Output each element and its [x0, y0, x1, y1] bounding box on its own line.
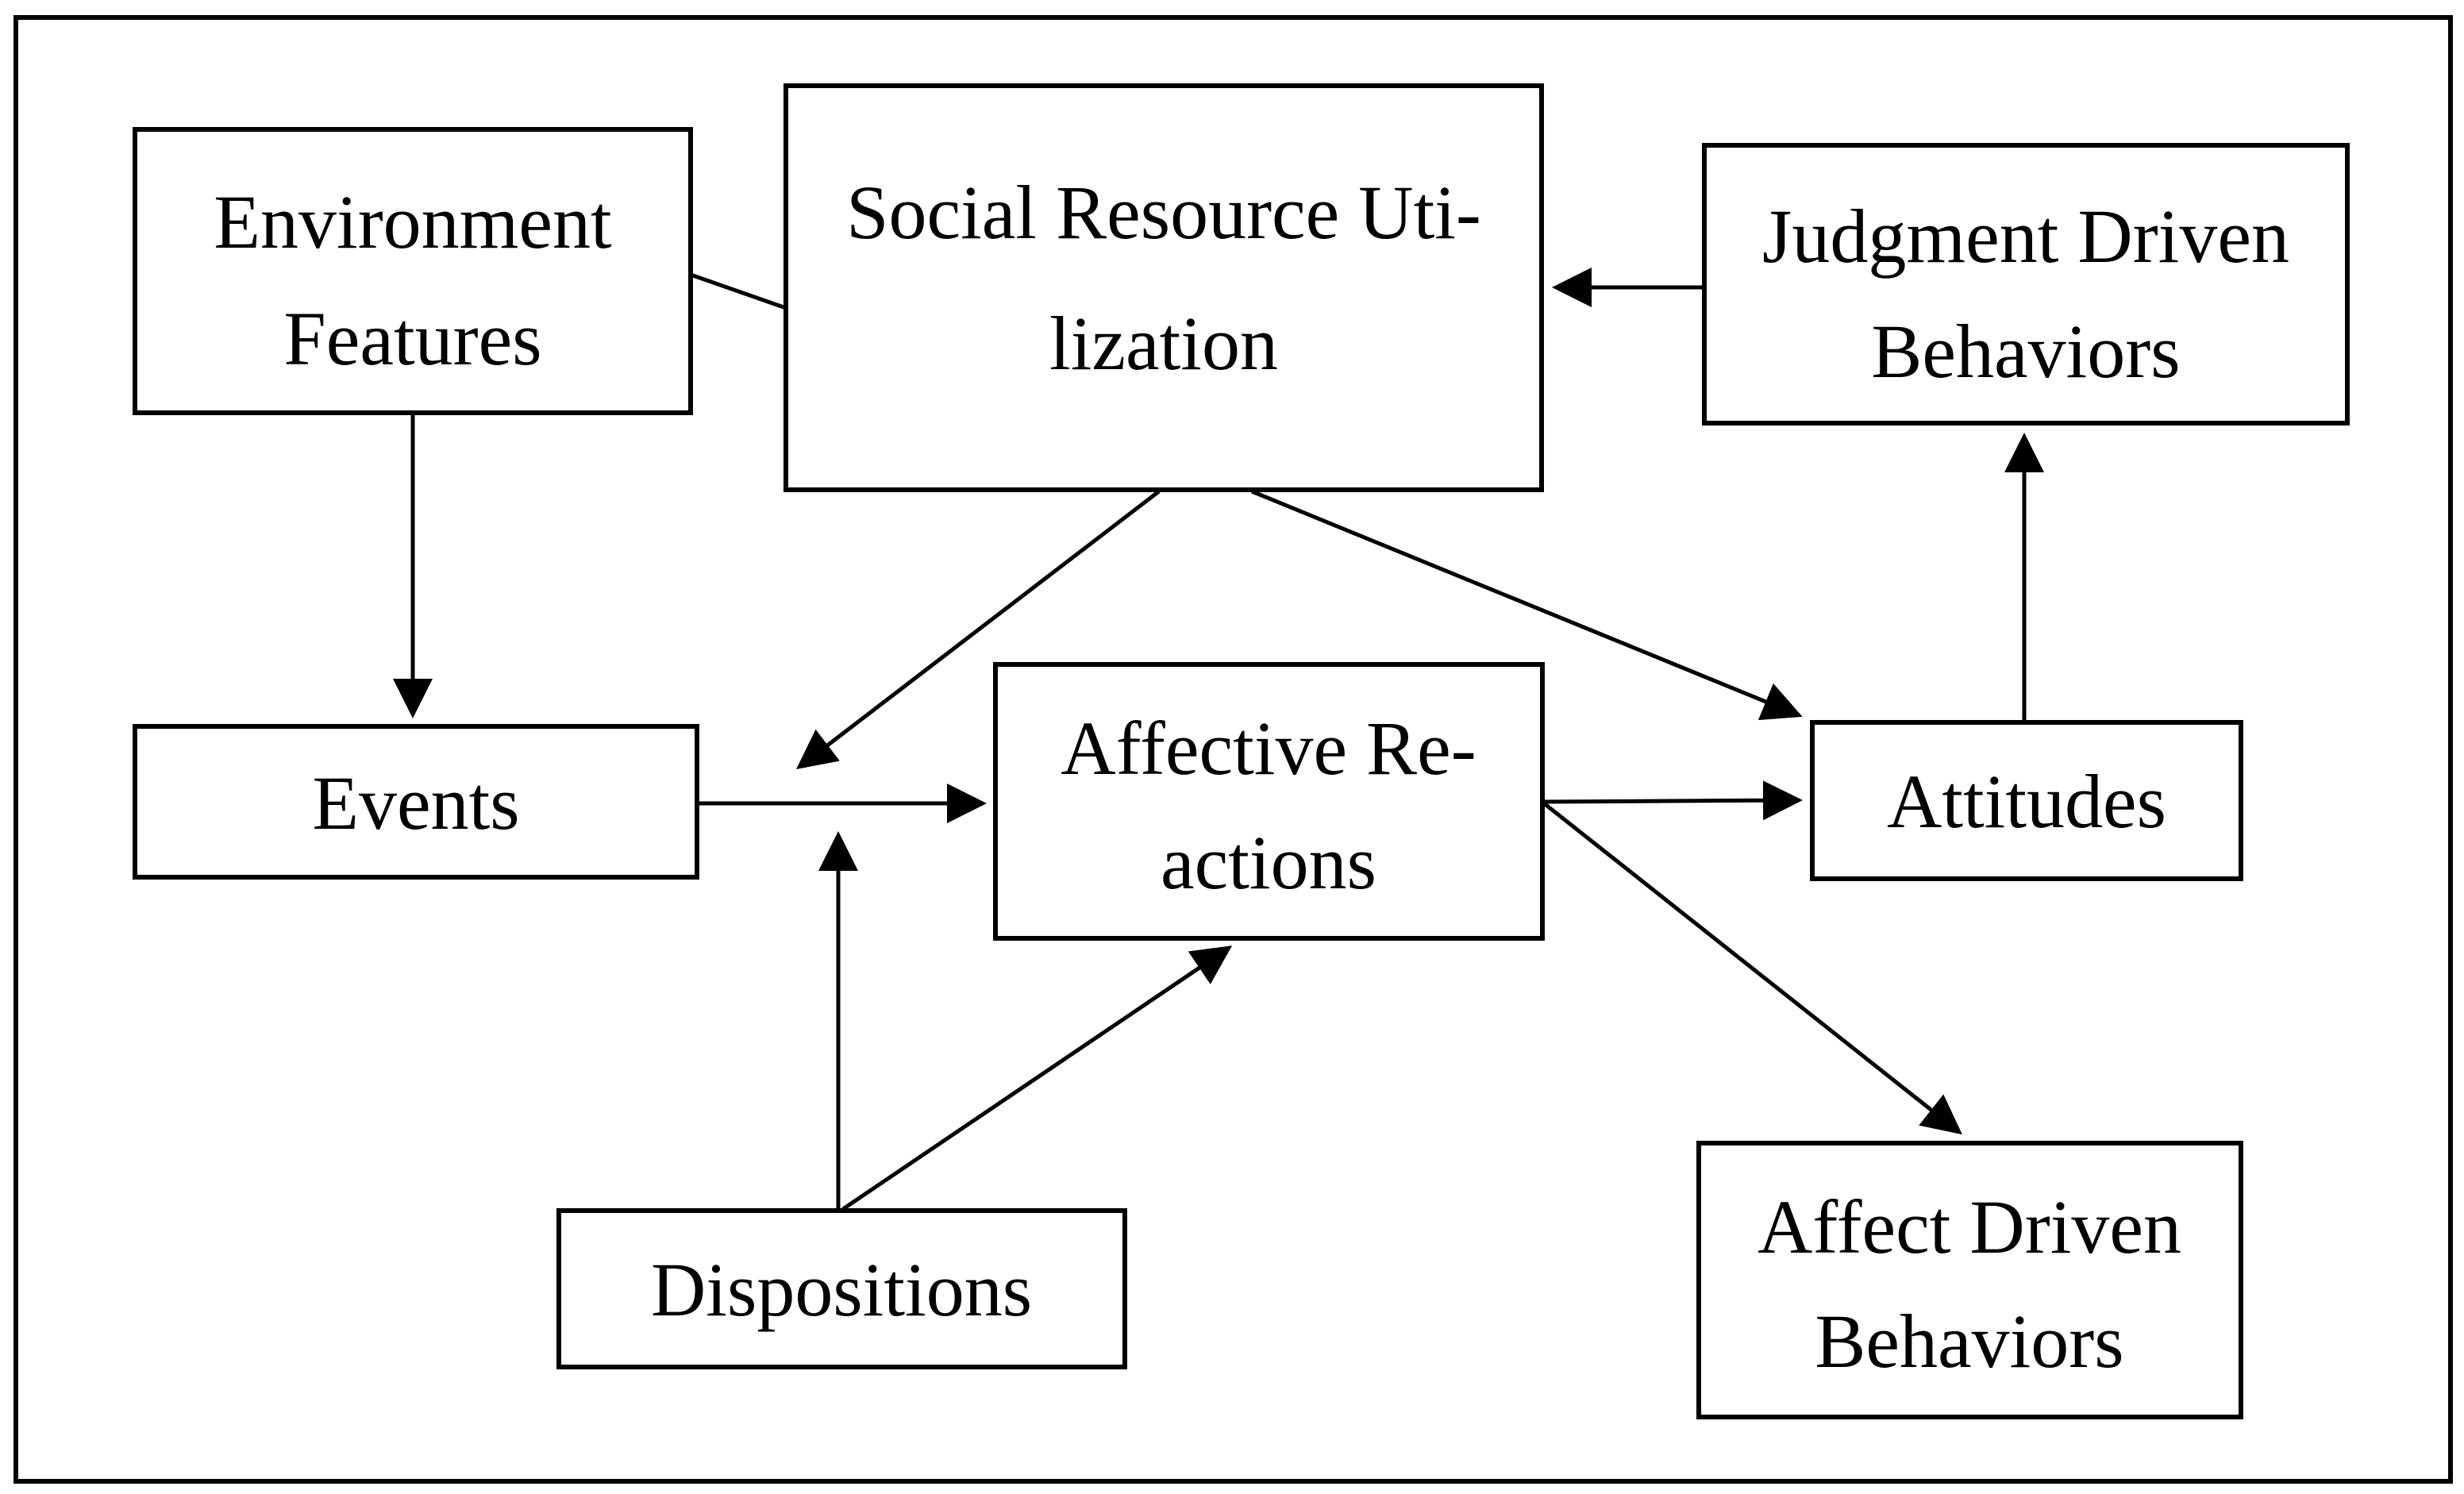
attitudes-label: Attitudes — [1887, 759, 2166, 844]
node-social-resource-utilization: Social Resource Uti- lization — [783, 83, 1544, 492]
node-attitudes: Attitudes — [1810, 720, 2243, 881]
dispositions-box — [556, 1208, 1127, 1369]
affect-driven-behaviors-box — [1696, 1141, 2243, 1419]
affective-reactions-label-line1: Affective Re- — [1061, 706, 1476, 791]
edge-social-resource-utilization-to-attitudes — [1251, 489, 1803, 721]
environment-features-box — [133, 127, 693, 415]
edge-affective-reactions-to-affect-driven-behaviors — [1542, 802, 1962, 1135]
affect-driven-behaviors-label-line2: Behaviors — [1815, 1299, 2123, 1384]
node-affective-reactions: Affective Re- actions — [993, 662, 1545, 941]
diagram-border — [13, 15, 2453, 1484]
node-events: Events — [133, 724, 699, 880]
dispositions-label: Dispositions — [651, 1247, 1032, 1332]
social-resource-utilization-box — [783, 83, 1544, 492]
affective-reactions-box — [993, 662, 1545, 941]
edge-environment-features-to-social-resource-utilization — [690, 272, 787, 310]
events-label: Events — [312, 760, 519, 845]
events-box — [133, 724, 699, 880]
edge-dispositions-to-affective-reactions — [841, 945, 1233, 1211]
environment-features-label-line1: Environment — [214, 179, 612, 264]
social-resource-utilization-label-line1: Social Resource Uti- — [846, 170, 1481, 255]
edge-affective-reactions-to-attitudes — [1542, 780, 1803, 821]
judgment-driven-behaviors-box — [1702, 143, 2350, 425]
judgment-driven-behaviors-label-line2: Behaviors — [1871, 309, 2180, 394]
edge-social-resource-utilization-to-events-link — [796, 490, 1161, 770]
node-dispositions: Dispositions — [556, 1208, 1127, 1369]
affect-driven-behaviors-label-line1: Affect Driven — [1758, 1184, 2181, 1269]
node-environment-features: Environment Features — [133, 127, 693, 415]
affective-reactions-label-line2: actions — [1161, 820, 1376, 905]
social-resource-utilization-label-line2: lization — [1049, 301, 1278, 386]
attitudes-box — [1810, 720, 2243, 881]
node-judgment-driven-behaviors: Judgment Driven Behaviors — [1702, 143, 2350, 425]
node-affect-driven-behaviors: Affect Driven Behaviors — [1696, 1141, 2243, 1419]
environment-features-label-line2: Features — [283, 296, 541, 381]
judgment-driven-behaviors-label-line1: Judgment Driven — [1762, 194, 2289, 279]
